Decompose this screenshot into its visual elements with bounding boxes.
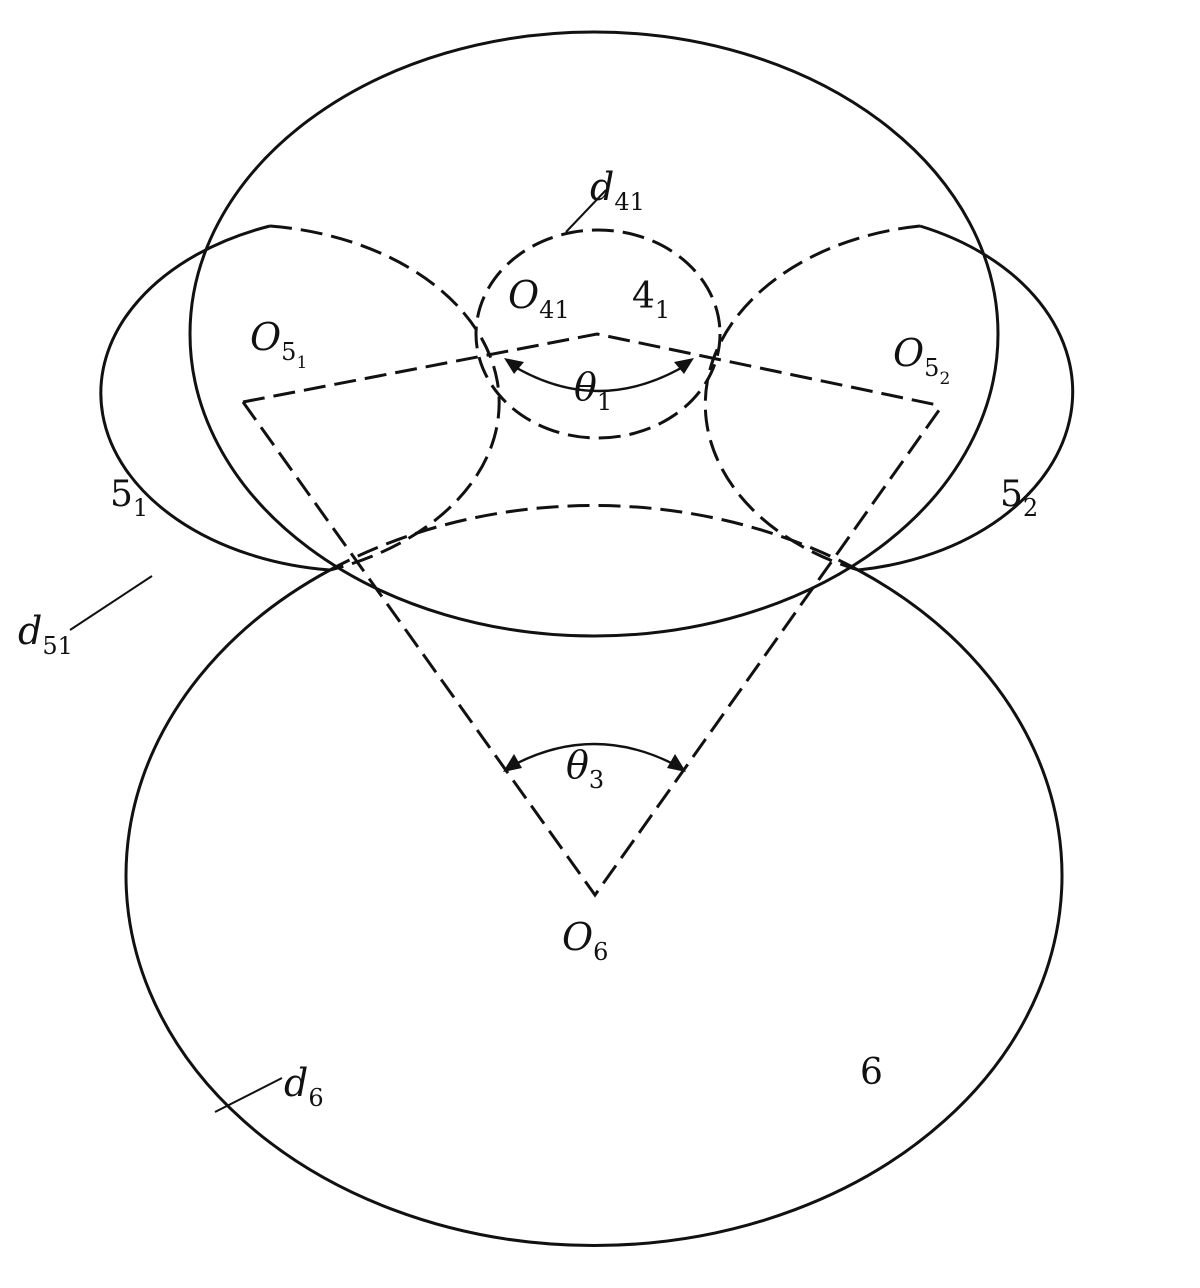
gear-52-circle-hidden-arc: [703, 224, 921, 572]
label-o6: O6: [562, 915, 608, 966]
label-o52: O52: [893, 331, 950, 389]
gear-52-circle: [857, 224, 1075, 572]
theta3-arc: [507, 742, 682, 770]
upper-large-circle: [188, 30, 1000, 638]
d41-leader-line: [565, 189, 607, 233]
label-gear-6: 6: [860, 1052, 883, 1093]
gear-51-circle-hidden-arc: [269, 224, 501, 572]
label-gear-51: 51: [110, 474, 148, 522]
theta3-arrow-right: [667, 754, 686, 772]
label-d41: d41: [590, 165, 645, 216]
label-theta1: θ1: [574, 365, 612, 416]
center-line-o51-o6-o52: [241, 401, 944, 898]
center-line-o51-o41-o52: [242, 332, 943, 408]
label-o51: O51: [250, 315, 307, 373]
theta1-arrow-right: [674, 358, 694, 374]
gear-6-circle: [124, 568, 1064, 1248]
label-d51: d51: [18, 609, 73, 660]
theta1-arc: [509, 362, 689, 393]
gear-41-circle: [474, 228, 722, 440]
gear-51-circle: [99, 224, 331, 572]
theta1-arrow-left: [504, 358, 524, 374]
label-gear-52: 52: [1000, 474, 1038, 522]
label-theta3: θ3: [566, 743, 604, 794]
d6-leader-line: [214, 1077, 283, 1113]
theta3-arrow-left: [503, 754, 522, 772]
label-gear-41: 41: [632, 276, 670, 324]
label-o41: O41: [508, 273, 570, 324]
label-d6: d6: [284, 1061, 324, 1112]
d51-leader-line: [69, 575, 153, 631]
